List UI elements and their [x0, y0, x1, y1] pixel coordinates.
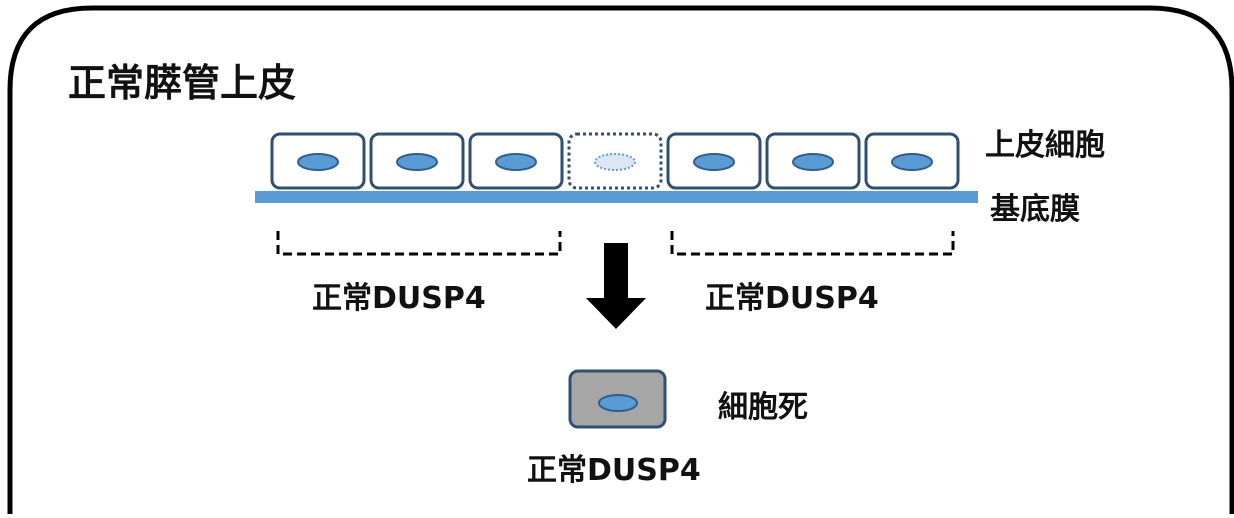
basement-membrane-label: 基底膜: [990, 192, 1080, 227]
cell-nucleus: [693, 153, 735, 171]
bottom-group-label: 正常DUSP4: [527, 453, 701, 488]
epithelial-cell-row: [270, 132, 960, 190]
page-title: 正常膵管上皮: [68, 61, 297, 105]
right-bracket: [670, 231, 955, 256]
down-arrow-icon: [586, 243, 646, 329]
cell-nucleus: [495, 153, 537, 171]
right-group-label: 正常DUSP4: [705, 281, 879, 316]
dead-cell-nucleus: [598, 394, 638, 412]
left-group-label: 正常DUSP4: [312, 281, 486, 316]
epithelial-cell-label: 上皮細胞: [985, 128, 1105, 163]
cell-nucleus: [297, 153, 339, 171]
cell-nucleus: [792, 153, 834, 171]
outer-frame: [7, 5, 1234, 514]
cell-death-label: 細胞死: [718, 390, 808, 425]
cell-nucleus: [396, 153, 438, 171]
removed-cell-nucleus: [594, 153, 636, 171]
left-bracket: [276, 231, 562, 256]
basement-membrane-bar: [255, 191, 978, 203]
cell-nucleus: [891, 153, 933, 171]
